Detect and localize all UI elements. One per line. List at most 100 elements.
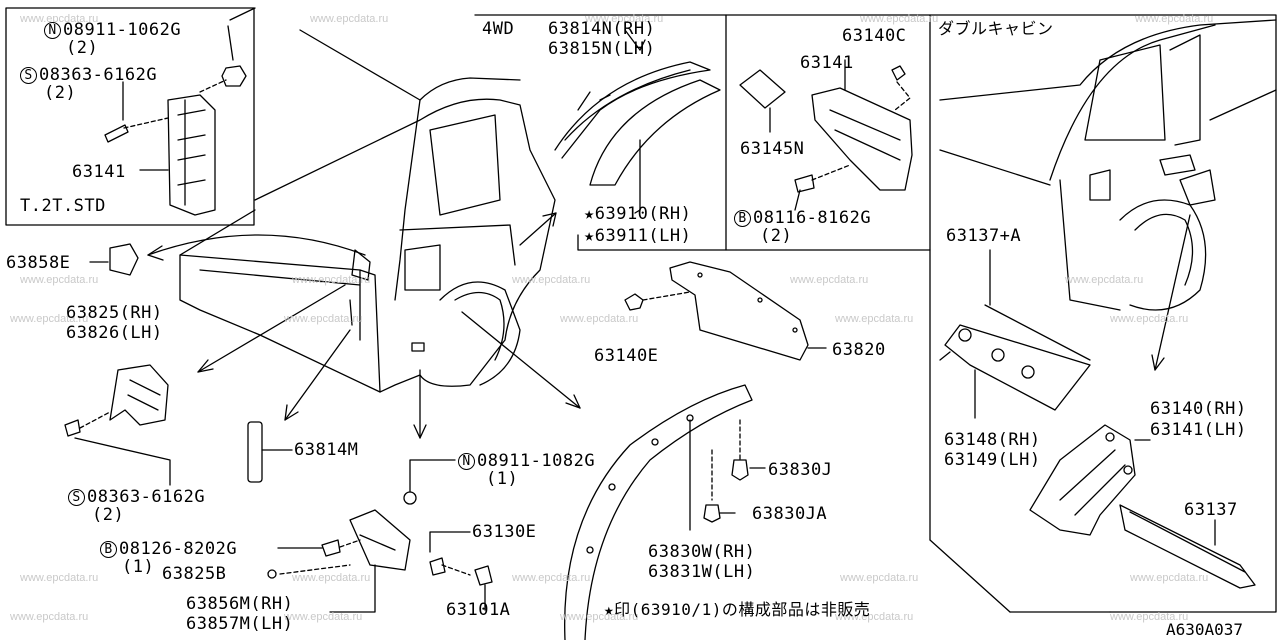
note-4wd: 4WD xyxy=(482,19,515,39)
inset-frame-t2t xyxy=(5,7,255,226)
label-63141-lh: 63141(LH) xyxy=(1150,420,1247,440)
qty-08911-1062g: (2) xyxy=(66,38,99,58)
label-63857m: 63857M(LH) xyxy=(186,614,294,634)
watermark: www.epcdata.ru xyxy=(1065,274,1144,286)
qty-08363-6162g-top: (2) xyxy=(44,83,77,103)
watermark: www.epcdata.ru xyxy=(835,611,914,623)
arrow-63830w xyxy=(461,311,581,409)
label-63141-inset: 63141 xyxy=(72,162,126,182)
watermark: www.epcdata.ru xyxy=(585,13,664,25)
watermark: www.epcdata.ru xyxy=(10,611,89,623)
label-63910: ★63910(RH) xyxy=(584,204,692,224)
n-symbol-icon: N xyxy=(458,452,475,470)
s-symbol-icon: S xyxy=(68,488,85,506)
label-63825: 63825(RH) xyxy=(66,303,163,323)
label-63149: 63149(LH) xyxy=(944,450,1041,470)
label-63814n: 63814N(RH) xyxy=(548,19,656,39)
mudguard-63820 xyxy=(669,261,809,361)
watermark: www.epcdata.ru xyxy=(512,572,591,584)
watermark: www.epcdata.ru xyxy=(292,572,371,584)
label-63140e: 63140E xyxy=(594,346,659,366)
clip-63858e xyxy=(109,243,139,276)
footnote: ★印(63910/1)の構成部品は非販売 xyxy=(604,600,871,619)
label-63815n: 63815N(LH) xyxy=(548,39,656,59)
watermark: www.epcdata.ru xyxy=(20,13,99,25)
watermark: www.epcdata.ru xyxy=(1135,13,1214,25)
arrow-double-cab xyxy=(1154,214,1191,371)
watermark: www.epcdata.ru xyxy=(292,274,371,286)
watermark: www.epcdata.ru xyxy=(20,572,99,584)
bracket-63141 xyxy=(811,87,913,191)
watermark: www.epcdata.ru xyxy=(284,611,363,623)
label-63830j: 63830J xyxy=(768,460,833,480)
label-63826: 63826(LH) xyxy=(66,323,163,343)
watermark: www.epcdata.ru xyxy=(560,313,639,325)
label-63856m: 63856M(RH) xyxy=(186,594,294,614)
label-63820: 63820 xyxy=(832,340,886,360)
bracket-63825 xyxy=(109,364,169,426)
clip-63140c xyxy=(891,65,906,81)
n-symbol-icon: N xyxy=(44,21,61,39)
nut-08911-1082g xyxy=(403,491,417,505)
arrow-63858e xyxy=(147,234,366,256)
watermark: www.epcdata.ru xyxy=(10,313,89,325)
arrow-63825 xyxy=(197,284,346,373)
label-63814m: 63814M xyxy=(294,440,359,460)
b-symbol-icon: B xyxy=(734,209,751,227)
watermark: www.epcdata.ru xyxy=(560,611,639,623)
qty-08116-8162g: (2) xyxy=(760,226,793,246)
bracket-63148 xyxy=(944,324,1091,411)
note-t2t-std: T.2T.STD xyxy=(20,196,106,216)
label-63911: ★63911(LH) xyxy=(584,226,692,246)
label-63137: 63137 xyxy=(1184,500,1238,520)
watermark: www.epcdata.ru xyxy=(790,274,869,286)
label-63148: 63148(RH) xyxy=(944,430,1041,450)
watermark: www.epcdata.ru xyxy=(860,13,939,25)
label-63101a: 63101A xyxy=(446,600,511,620)
watermark: www.epcdata.ru xyxy=(835,313,914,325)
arrow-4wd xyxy=(519,212,557,246)
label-63830ja: 63830JA xyxy=(752,504,828,524)
watermark: www.epcdata.ru xyxy=(284,313,363,325)
pad-63145n xyxy=(739,69,786,109)
label-63137a: 63137+A xyxy=(946,226,1022,246)
b-symbol-icon: B xyxy=(100,540,117,558)
diagram-code: A630A037 xyxy=(1166,620,1244,639)
clip-63830j xyxy=(731,459,749,481)
label-63130e: 63130E xyxy=(472,522,537,542)
strip-63137a xyxy=(984,304,1091,361)
watermark: www.epcdata.ru xyxy=(840,572,919,584)
label-63831w: 63831W(LH) xyxy=(648,562,756,582)
label-63825b: 63825B xyxy=(162,564,227,584)
strip-63814m xyxy=(247,421,263,483)
inset-bracket xyxy=(167,94,216,216)
watermark: www.epcdata.ru xyxy=(1110,611,1189,623)
qty-08363-6162g: (2) xyxy=(92,505,125,525)
molding-63830w xyxy=(564,384,753,640)
label-63141: 63141 xyxy=(800,53,854,73)
s-symbol-icon: S xyxy=(20,66,37,84)
watermark: www.epcdata.ru xyxy=(310,13,389,25)
watermark: www.epcdata.ru xyxy=(1130,572,1209,584)
label-63140-rh: 63140(RH) xyxy=(1150,399,1247,419)
rail-63137 xyxy=(1119,504,1256,589)
qty-08911-1082g: (1) xyxy=(486,469,519,489)
watermark: www.epcdata.ru xyxy=(1110,313,1189,325)
truck-body xyxy=(179,98,556,393)
label-63830w: 63830W(RH) xyxy=(648,542,756,562)
inset-bolt xyxy=(104,124,129,143)
molding-63910 xyxy=(589,79,721,186)
label-63145n: 63145N xyxy=(740,139,805,159)
label-63858e: 63858E xyxy=(6,253,71,273)
watermark: www.epcdata.ru xyxy=(512,274,591,286)
note-double-cab: ダブルキャビン xyxy=(938,19,1054,38)
clip-63830ja xyxy=(703,504,721,523)
qty-08126-8202g: (1) xyxy=(122,557,155,577)
